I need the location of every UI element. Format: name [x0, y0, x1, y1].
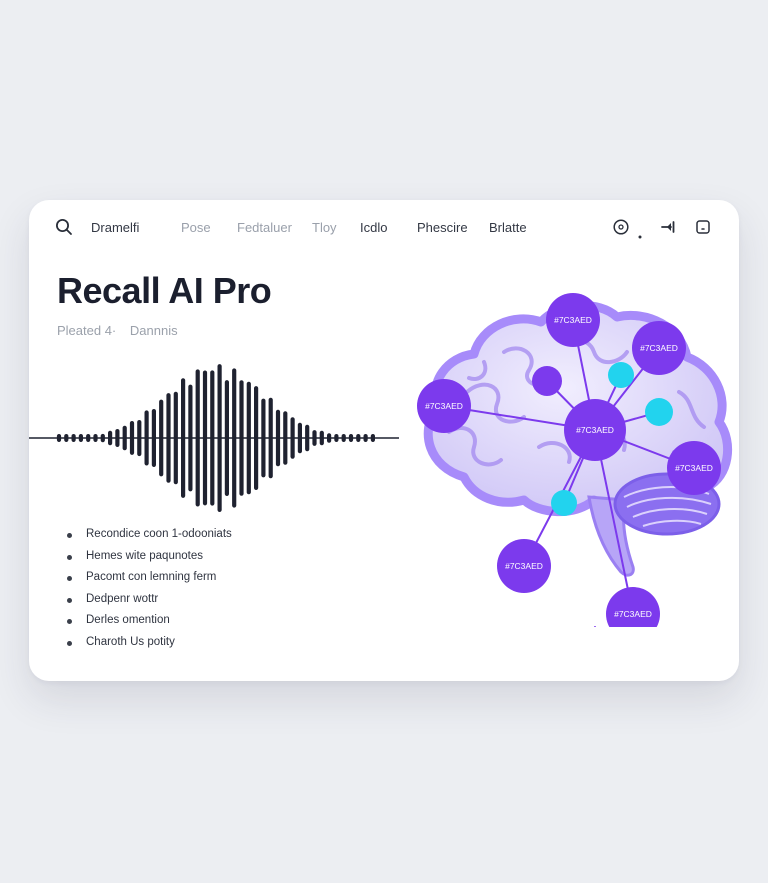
send-arrow-icon[interactable] [659, 218, 677, 241]
network-node-center[interactable]: #7C3AED [564, 399, 626, 461]
wave-bar [78, 434, 83, 442]
brain-network-illustration: #7C3AED #7C3AED #7C3AED #7C3AED #7C3AED … [417, 293, 733, 627]
page-subtitle: Pleated 4· Dannnis [57, 323, 178, 338]
nav-item-fedtaluer[interactable]: Fedtaluer [237, 220, 292, 235]
subtitle-author: Dannnis [129, 323, 178, 338]
wave-bar [100, 433, 105, 443]
wave-bar [224, 380, 229, 496]
network-node-label: #7C3AED [640, 343, 678, 353]
wave-bar [217, 364, 222, 512]
wave-bar [166, 393, 171, 483]
wave-bar [261, 398, 266, 478]
wave-bar [129, 421, 135, 455]
network-accent-node [551, 490, 577, 516]
wave-bar [283, 411, 288, 465]
wave-bar [108, 430, 113, 446]
wave-bars [56, 364, 375, 512]
wave-bar [115, 429, 120, 447]
wave-bar [319, 430, 324, 446]
network-node[interactable]: #7C3AED [497, 539, 551, 593]
network-node-label: #7C3AED [675, 463, 713, 473]
wave-bar [341, 434, 346, 442]
wave-bar [370, 434, 375, 442]
feature-item: Dedpenr wottr [67, 593, 232, 615]
network-node-label: #7C3AED [554, 315, 592, 325]
feature-item: Recondice coon 1-odooniats [67, 528, 232, 550]
network-node[interactable]: #7C3AED [667, 441, 721, 495]
feature-item: Hemes wite paqunotes [67, 550, 232, 572]
wave-bar [56, 434, 62, 442]
wave-bar [137, 420, 142, 457]
wave-bar [305, 424, 310, 452]
feature-item: Pacomt con lemning ferm [67, 571, 232, 593]
page-title: Recall AI Pro [57, 270, 272, 311]
wave-bar [71, 434, 76, 442]
network-node[interactable]: #7C3AED [546, 293, 600, 347]
wave-bar [334, 434, 339, 442]
wave-bar [188, 384, 193, 492]
wave-bar [144, 410, 149, 466]
network-node-label: #7C3AED [505, 561, 543, 571]
wave-bar [159, 399, 164, 477]
wave-bar [210, 370, 215, 506]
wave-bar [151, 409, 156, 467]
network-node[interactable]: #7C3AED [417, 379, 471, 433]
feature-list: Recondice coon 1-odooniats Hemes wite pa… [67, 528, 232, 657]
wave-bar [202, 370, 208, 506]
nav-item-brlatte[interactable]: Brlatte [489, 220, 527, 235]
feature-item: Derles omention [67, 614, 232, 636]
dot-separator-icon [638, 226, 642, 244]
wave-bar [268, 397, 273, 479]
wave-bar [254, 386, 259, 490]
network-accent-node [608, 362, 634, 388]
wave-bar [348, 434, 354, 442]
network-node-label: #7C3AED [614, 609, 652, 619]
wave-bar [86, 434, 91, 442]
wave-bar [195, 369, 200, 507]
wave-bar [275, 409, 281, 467]
nav-item-phescire[interactable]: Phescire [417, 220, 468, 235]
wave-bar [93, 434, 98, 442]
feature-item: Charoth Us potity [67, 636, 232, 658]
wave-bar [290, 417, 295, 459]
wave-bar [297, 422, 302, 454]
wave-bar [64, 434, 69, 442]
nav-item-tloy[interactable]: Tloy [312, 220, 337, 235]
network-node-small [532, 366, 562, 396]
wave-bar [239, 380, 244, 496]
network-node-label: #7C3AED [425, 401, 463, 411]
network-node[interactable]: #7C3AED [632, 321, 686, 375]
nav-item-icdlo[interactable]: Icdlo [360, 220, 388, 235]
clock-icon[interactable] [612, 218, 630, 241]
wave-bar [181, 378, 186, 498]
top-nav: Dramelfi Pose Fedtaluer Tloy Icdlo Phesc… [29, 200, 739, 256]
app-card: Dramelfi Pose Fedtaluer Tloy Icdlo Phesc… [29, 200, 739, 681]
wave-bar [173, 391, 178, 485]
nav-item-pose[interactable]: Pose [181, 220, 211, 235]
network-accent-node [645, 398, 673, 426]
wave-bar [363, 434, 368, 442]
wave-bar [246, 381, 251, 495]
wave-bar [312, 430, 317, 446]
network-node-label: #7C3AED [576, 425, 614, 435]
wave-bar [356, 434, 361, 442]
network-node[interactable]: #7C3AED [606, 587, 660, 627]
subtitle-meta: Pleated 4· [57, 323, 117, 338]
wave-bar [327, 433, 332, 443]
wave-bar [122, 425, 127, 451]
sound-wave-graphic [29, 364, 399, 512]
window-square-icon[interactable] [695, 218, 711, 241]
wave-bar [232, 368, 237, 508]
search-icon[interactable] [55, 218, 73, 241]
nav-item-dramelfi[interactable]: Dramelfi [91, 220, 140, 235]
